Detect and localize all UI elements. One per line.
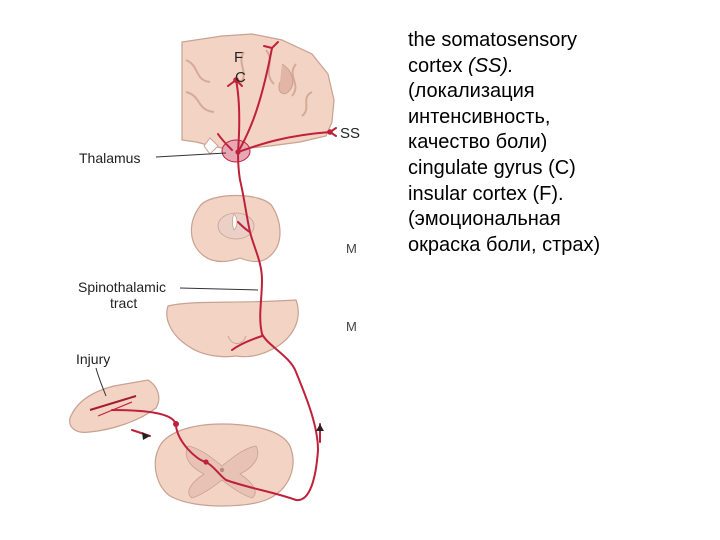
leader-lines <box>95 152 259 397</box>
brain-section <box>181 33 335 163</box>
caption-line-1: the somatosensory <box>408 29 577 51</box>
spinothalamic-tract-label-line2: tract <box>110 295 137 311</box>
caption-line-7: insular cortex (F). <box>408 182 564 205</box>
medulla-section <box>166 299 299 358</box>
injury-label: Injury <box>76 351 110 367</box>
caption-line-5: качество боли) <box>408 131 548 154</box>
caption-text: the somatosensory cortex (SS). (локализа… <box>408 28 708 258</box>
pathway-endpoints <box>173 77 333 465</box>
caption-line-6: cingulate gyrus (C) <box>408 156 576 179</box>
spinothalamic-tract-label-line1: Spinothalamic <box>78 279 166 295</box>
thalamus-label: Thalamus <box>79 150 140 166</box>
somatosensory-cortex-label: SS <box>340 125 360 142</box>
caption-line-8: (эмоциональная <box>408 208 561 231</box>
level-label-upper: M <box>346 241 357 256</box>
cingulate-gyrus-label: C <box>235 69 246 86</box>
insular-cortex-label: F <box>234 49 243 66</box>
direction-arrowheads <box>142 424 324 440</box>
midbrain-section <box>190 194 281 263</box>
caption-line-9: окраска боли, страх) <box>408 233 601 256</box>
level-label-lower: M <box>346 319 357 334</box>
caption-line-2-abbrev: (SS). <box>468 54 514 77</box>
caption-line-2: cortex (SS). <box>408 54 708 80</box>
caption-line-4: интенсивность, <box>408 105 551 128</box>
caption-line-2-main: cortex <box>408 54 469 77</box>
skin-tissue <box>69 379 160 433</box>
caption-line-3: (локализация <box>408 80 535 103</box>
